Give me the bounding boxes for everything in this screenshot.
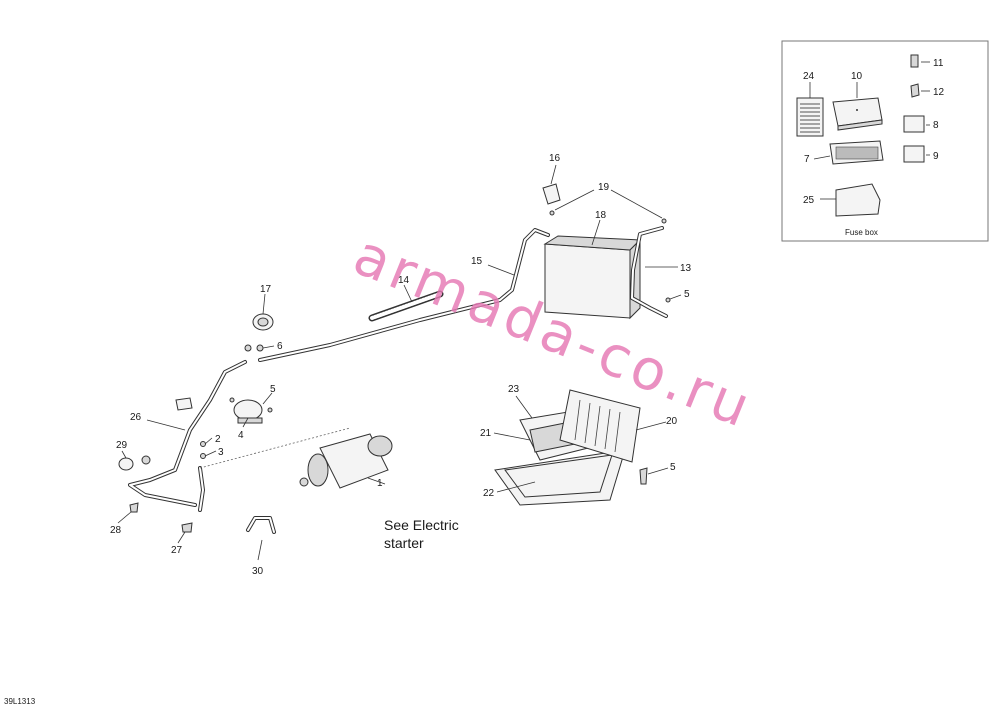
electric-starter — [299, 433, 393, 489]
callout-3: 3 — [218, 447, 224, 458]
diagram-code: 39L1313 — [4, 697, 36, 706]
callout-15: 15 — [471, 256, 483, 267]
callout-4: 4 — [238, 430, 244, 441]
callout-12: 12 — [933, 87, 945, 98]
callout-5-tray: 5 — [670, 462, 676, 473]
callout-10: 10 — [851, 71, 863, 82]
bolt-28 — [129, 502, 139, 513]
bolt-5-solenoid — [229, 397, 235, 403]
bolt-27 — [181, 522, 193, 533]
callout-28: 28 — [110, 525, 122, 536]
callout-22: 22 — [483, 488, 495, 499]
bolt-5-battery — [665, 297, 671, 303]
jumper-wire — [246, 516, 276, 534]
callout-16: 16 — [549, 153, 561, 164]
callout-2: 2 — [215, 434, 221, 445]
callout-20: 20 — [666, 416, 678, 427]
nut-2 — [200, 441, 206, 447]
callout-9: 9 — [933, 151, 939, 162]
callout-14: 14 — [398, 275, 410, 286]
fuse-box-cover — [832, 97, 883, 131]
nut-6b — [256, 344, 264, 352]
relay-8 — [903, 115, 925, 133]
grommet-29 — [118, 457, 134, 471]
callout-29: 29 — [116, 440, 128, 451]
fuse-box-inset — [781, 40, 989, 242]
callout-17: 17 — [260, 284, 272, 295]
callout-26: 26 — [130, 412, 142, 423]
callout-25: 25 — [803, 195, 815, 206]
nut-6a — [244, 344, 252, 352]
bolt-5-tray — [639, 467, 648, 485]
fuse-12 — [910, 83, 920, 98]
callout-6: 6 — [277, 341, 283, 352]
bolt-19b — [661, 218, 667, 224]
positive-cable — [258, 228, 550, 362]
fuse-label-card — [796, 97, 824, 137]
callout-30: 30 — [252, 566, 264, 577]
starter-solenoid — [233, 399, 263, 424]
callout-27: 27 — [171, 545, 183, 556]
fuse-box-base — [829, 140, 884, 165]
callout-7: 7 — [804, 154, 810, 165]
fuse-box-bracket — [835, 183, 881, 217]
battery-cover — [559, 389, 641, 463]
cable-sleeve — [368, 290, 444, 322]
relay-9 — [903, 145, 925, 163]
callout-21: 21 — [480, 428, 492, 439]
see-electric-note-line2: starter — [384, 535, 424, 551]
ground-cable — [128, 360, 247, 512]
bolt-19a — [549, 210, 555, 216]
washer-3 — [200, 453, 206, 459]
callout-18: 18 — [595, 210, 607, 221]
fuse-11 — [910, 54, 919, 68]
clip-29 — [141, 455, 151, 465]
battery-tray — [494, 449, 626, 506]
fuse-box-caption: Fuse box — [845, 228, 878, 237]
clamp-26 — [175, 397, 193, 411]
bolt-5-solenoid-b — [267, 407, 273, 413]
callout-24: 24 — [803, 71, 815, 82]
callout-1: 1 — [377, 478, 383, 489]
terminal-cap — [542, 183, 561, 205]
callout-5-solenoid: 5 — [270, 384, 276, 395]
callout-19: 19 — [598, 182, 610, 193]
callout-13: 13 — [680, 263, 692, 274]
negative-cable — [630, 226, 668, 318]
callout-11: 11 — [933, 58, 944, 69]
terminal-boot — [252, 313, 274, 331]
callout-labels: 1 2 3 4 5 5 5 6 7 8 9 10 11 12 13 14 15 … — [110, 58, 945, 577]
callout-5-battery: 5 — [684, 289, 690, 300]
callout-8: 8 — [933, 120, 939, 131]
see-electric-note-line1: See Electric — [384, 517, 459, 533]
callout-23: 23 — [508, 384, 520, 395]
